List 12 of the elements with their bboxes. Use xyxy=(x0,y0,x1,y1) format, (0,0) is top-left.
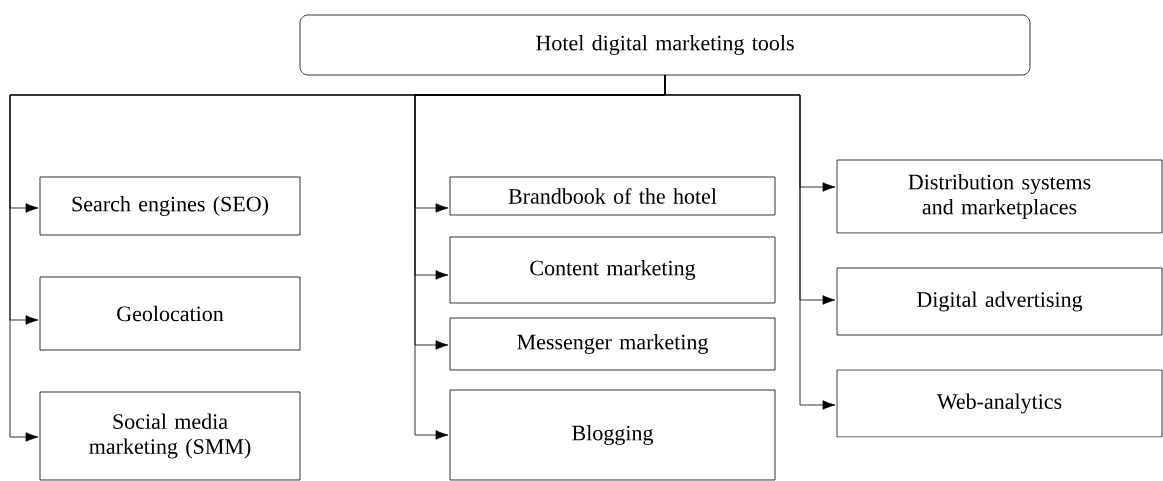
tool-box: Blogging xyxy=(449,389,776,481)
tool-box: Digital advertising xyxy=(836,267,1163,336)
tool-box: Distribution systems and marketplaces xyxy=(836,159,1163,234)
tool-box: Brandbook of the hotel xyxy=(449,176,776,216)
tool-box: Geolocation xyxy=(39,276,301,351)
title-box: Hotel digital marketing tools xyxy=(299,14,1031,76)
tool-box: Search engines (SEO) xyxy=(39,176,301,236)
tool-box: Content marketing xyxy=(449,236,776,304)
connector-arrow xyxy=(664,75,836,410)
tool-box: Social media marketing (SMM) xyxy=(39,391,301,481)
tool-box: Web-analytics xyxy=(836,369,1163,438)
tool-box: Messenger marketing xyxy=(449,317,776,371)
